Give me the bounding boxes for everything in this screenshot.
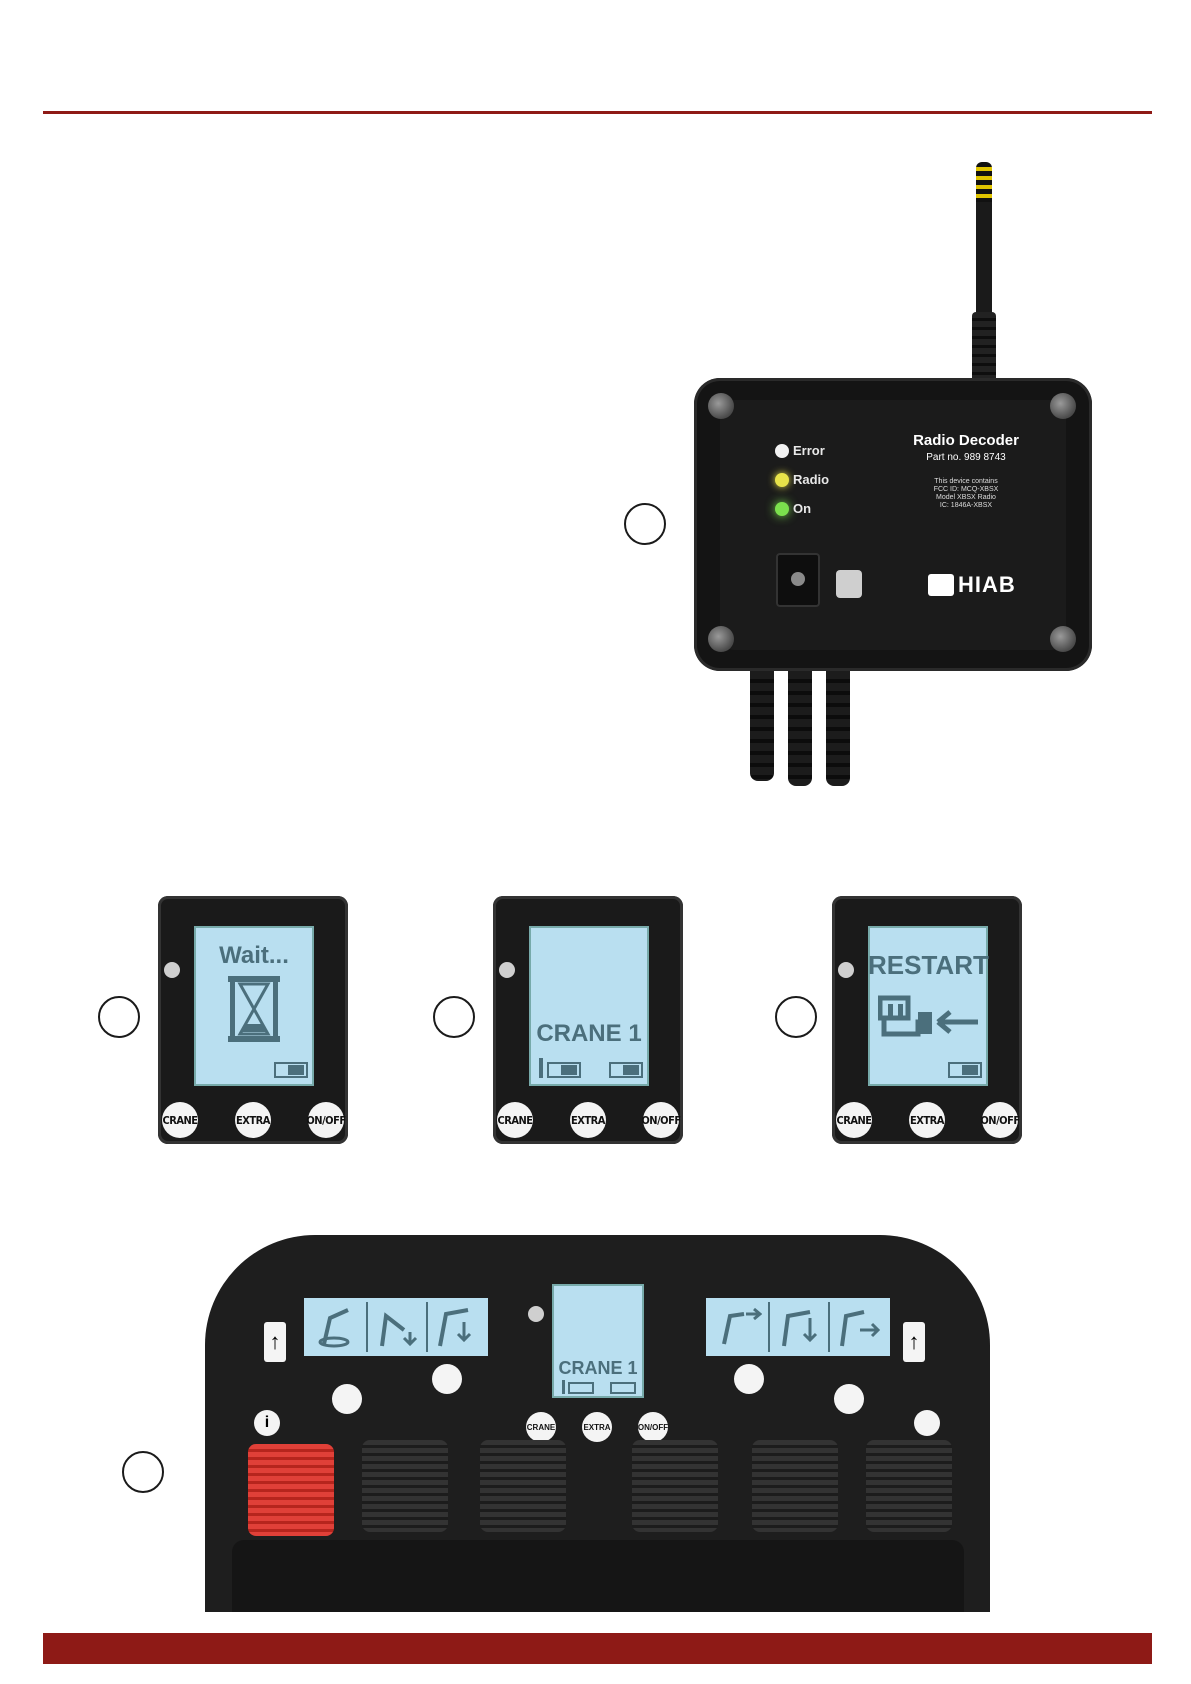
engine-icon[interactable] [734,1364,764,1394]
engine-icon[interactable] [332,1384,362,1414]
engine-start-icon[interactable] [834,1384,864,1414]
error-led [775,444,789,458]
function-icon-strip-left [304,1298,488,1356]
on-off-button[interactable]: ON/OFF [643,1102,679,1138]
screen-text: CRANE 1 [529,1020,649,1048]
decoder-fine-print-4: IC: 1846A-XBSX [876,502,1056,510]
extension-icon [716,1304,762,1350]
remote-unit-3: RESTART CRANE EXTRA ON/OFF [832,896,1022,1144]
extra-button[interactable]: EXTRA [909,1102,945,1138]
panel-crane-button[interactable]: CRANE [526,1412,556,1442]
remote-display: CRANE 1 [529,926,649,1086]
status-light [164,962,180,978]
crane-jib-icon [432,1304,478,1350]
screw-icon [1050,626,1076,652]
on-off-button[interactable]: ON/OFF [982,1102,1018,1138]
decoder-fine-print-1: This device contains [876,478,1056,486]
callout-circle-5 [122,1451,164,1493]
screw-icon [1050,393,1076,419]
panel-extra-button[interactable]: EXTRA [582,1412,612,1442]
hiab-brand: HIAB [958,572,1016,598]
info-icon[interactable]: i [254,1410,280,1436]
lever[interactable] [752,1440,838,1532]
restart-plug-icon [878,994,982,1046]
remote-unit-2: CRANE 1 CRANE EXTRA ON/OFF [493,896,683,1144]
decoder-fine-print-2: FCC ID: MCQ-XBSX [876,486,1056,494]
lever[interactable] [866,1440,952,1532]
header-rule [43,111,1152,114]
function-icon-strip-right [706,1298,890,1356]
remote-unit-1: Wait... CRANE EXTRA ON/OFF [158,896,348,1144]
crane-slew-icon [314,1304,360,1350]
screen-text: Wait... [194,942,314,970]
hiab-logo [928,574,954,596]
signal-battery-icon [568,1382,594,1394]
crane-button[interactable]: CRANE [162,1102,198,1138]
status-light [838,962,854,978]
hourglass-icon [226,974,282,1044]
crane-button[interactable]: CRANE [836,1102,872,1138]
radio-led [775,473,789,487]
cable [750,671,774,781]
certification-icon [836,570,862,598]
crane-boom-icon [374,1304,420,1350]
on-led-label: On [793,501,811,516]
unlock-icon[interactable] [914,1410,940,1436]
callout-circle-2 [98,996,140,1038]
lever[interactable] [632,1440,718,1532]
panel-screen-text: CRANE 1 [552,1358,644,1379]
screw-icon [708,626,734,652]
winch-icon [776,1304,822,1350]
remote-display: Wait... [194,926,314,1086]
battery-icon [948,1062,982,1078]
signal-battery-icon [547,1062,581,1078]
on-led [775,502,789,516]
extension-out-icon [834,1304,880,1350]
arrow-up-icon: ↑ [264,1322,286,1362]
extra-button[interactable]: EXTRA [235,1102,271,1138]
lever[interactable] [480,1440,566,1532]
callout-circle-4 [775,996,817,1038]
arrow-up-icon: ↑ [903,1322,925,1362]
battery-icon [274,1062,308,1078]
lever-red[interactable] [248,1444,334,1536]
screw-icon [708,393,734,419]
signal-icon [562,1380,565,1394]
lever[interactable] [362,1440,448,1532]
decoder-fine-print-3: Model XBSX Radio [876,494,1056,502]
battery-icon [610,1382,636,1394]
status-light [499,962,515,978]
engine-stop-icon[interactable] [432,1364,462,1394]
error-led-label: Error [793,443,825,458]
extra-button[interactable]: EXTRA [570,1102,606,1138]
battery-icon [609,1062,643,1078]
on-off-button[interactable]: ON/OFF [308,1102,344,1138]
decoder-part-number: Part no. 989 8743 [876,452,1056,463]
panel-display: CRANE 1 [552,1284,644,1398]
reset-button[interactable] [776,553,820,607]
crane-button[interactable]: CRANE [497,1102,533,1138]
remote-display: RESTART [868,926,988,1086]
cable [826,671,850,786]
cable [788,671,812,786]
decoder-title: Radio Decoder [876,432,1056,449]
panel-on-off-button[interactable]: ON/OFF [638,1412,668,1442]
callout-circle-1 [624,503,666,545]
footer-bar [43,1633,1152,1664]
signal-icon [539,1058,543,1078]
callout-circle-3 [433,996,475,1038]
lever-base [232,1540,964,1612]
screen-text: RESTART [868,950,988,981]
antenna [970,162,998,382]
status-light [528,1306,544,1322]
radio-led-label: Radio [793,472,829,487]
